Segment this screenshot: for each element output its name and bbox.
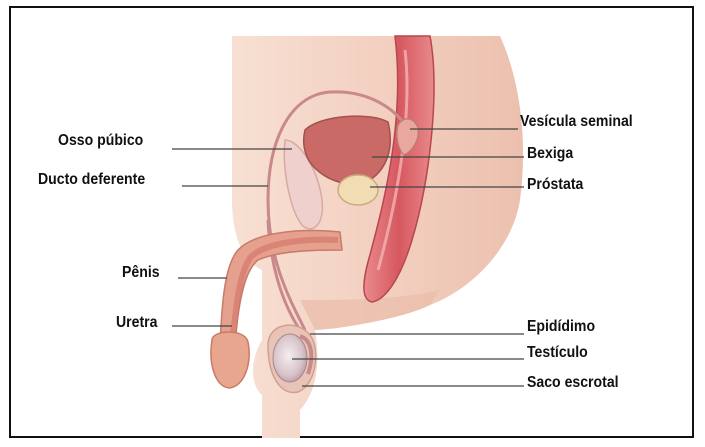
glans-shape bbox=[211, 332, 249, 388]
prostate-shape bbox=[338, 175, 378, 205]
label-saco-escrotal: Saco escrotal bbox=[527, 374, 619, 392]
label-osso-pubico: Osso púbico bbox=[58, 132, 143, 150]
label-epididimo: Epidídimo bbox=[527, 318, 595, 336]
label-vesicula-seminal: Vesícula seminal bbox=[520, 113, 633, 131]
label-uretra: Uretra bbox=[116, 314, 157, 332]
label-ducto-deferente: Ducto deferente bbox=[38, 171, 145, 189]
label-testiculo: Testículo bbox=[527, 344, 588, 362]
label-prostata: Próstata bbox=[527, 176, 583, 194]
testis-shape bbox=[273, 334, 307, 382]
label-penis: Pênis bbox=[122, 264, 160, 282]
label-bexiga: Bexiga bbox=[527, 145, 573, 163]
